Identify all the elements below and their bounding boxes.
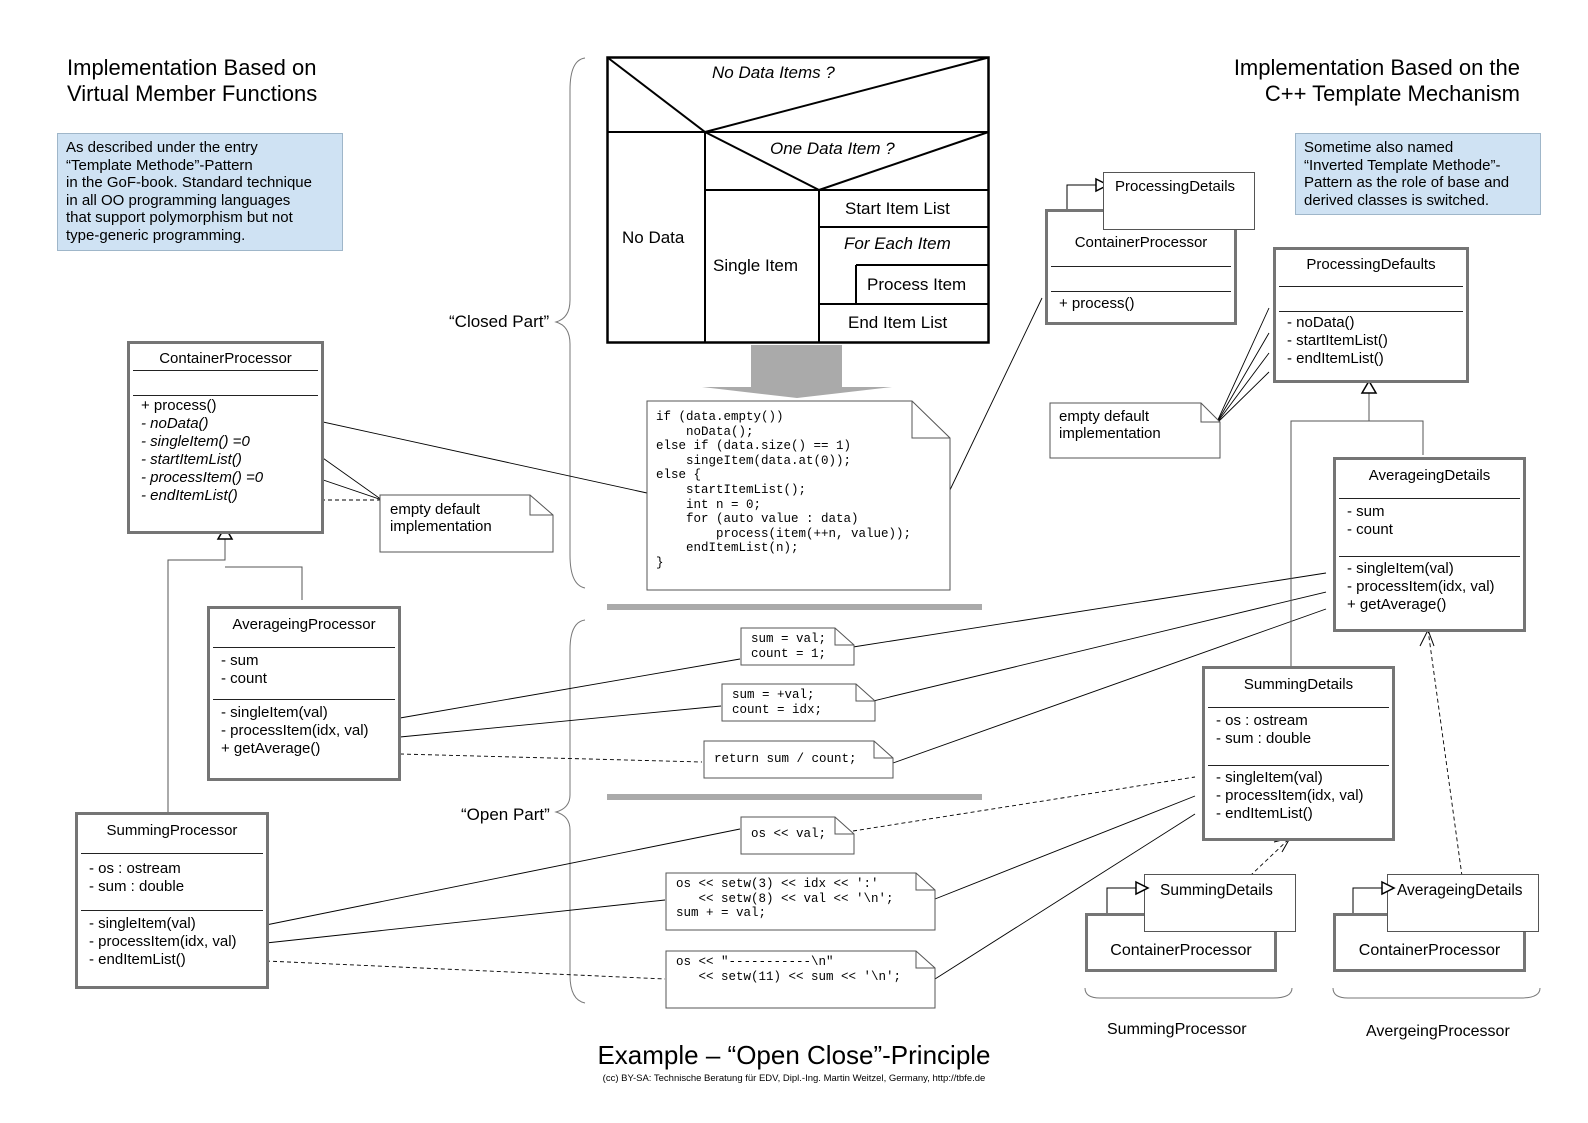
nsd-condition-one-item: One Data Item ?: [770, 139, 895, 158]
footer-title: Example – “Open Close”-Principle: [597, 1040, 991, 1070]
nsd-condition-no-data: No Data Items ?: [712, 63, 835, 82]
nsd-for-each-item: For Each Item: [844, 234, 951, 253]
snippet-sum1-shape: [740, 816, 855, 855]
right-default-note: empty default implementation: [1059, 408, 1161, 442]
nassi-shneiderman-diagram: [606, 56, 990, 344]
summing-details-class: SummingDetails - os : ostream - sum : do…: [1202, 666, 1395, 841]
snippet-sum3-shape: [665, 950, 936, 1009]
right-description-note: Sometime also named “Inverted Template M…: [1295, 133, 1541, 215]
open-brace: [554, 619, 586, 1004]
left-summing-processor-class: SummingProcessor - os : ostream - sum : …: [75, 812, 269, 989]
snippet-avg2-shape: [721, 683, 876, 722]
attributes-section: [1051, 266, 1231, 291]
brace-summing: [1084, 987, 1293, 999]
template-method-code: if (data.empty()) noData(); else if (dat…: [656, 410, 912, 570]
nsd-process-item: Process Item: [867, 275, 967, 294]
closed-part-label: “Closed Part”: [449, 312, 550, 331]
operations-section: - singleItem(val) - processItem(idx, val…: [1208, 765, 1389, 825]
left-averaging-processor-class: AverageingProcessor - sum - count - sing…: [207, 606, 401, 781]
attributes-section: - sum - count: [213, 647, 395, 699]
closed-brace: [554, 57, 586, 589]
class-name: ContainerProcessor: [159, 350, 292, 367]
summing-instance-param-arrow: [1106, 880, 1150, 913]
separator-bar-2: [607, 794, 982, 800]
snippet-avg3-shape: [703, 740, 894, 779]
footer-credit: (cc) BY-SA: Technische Beratung für EDV,…: [602, 1073, 986, 1084]
separator-bar-1: [607, 604, 982, 610]
operations-section: - noData() - startItemList() - endItemLi…: [1279, 311, 1463, 370]
nsd-start-item-list: Start Item List: [845, 199, 950, 218]
left-title: Implementation Based on Virtual Member F…: [67, 55, 318, 106]
summing-processor-caption: SummingProcessor: [1107, 1021, 1247, 1038]
averaging-details-class: AverageingDetails - sum - count - single…: [1333, 457, 1526, 632]
operations-section: - singleItem(val) - processItem(idx, val…: [81, 910, 263, 971]
nsd-single-item: Single Item: [713, 256, 799, 275]
nsd-end-item-list: End Item List: [848, 313, 948, 332]
left-default-note: empty default implementation: [390, 501, 492, 535]
operations-section: - singleItem(val) - processItem(idx, val…: [1339, 556, 1520, 616]
attributes-section: - sum - count: [1339, 498, 1520, 556]
snippet-avg1-shape: [740, 627, 855, 666]
right-default-note-shape: [1049, 402, 1221, 459]
big-down-arrow: [702, 345, 892, 398]
open-part-label: “Open Part”: [461, 805, 550, 824]
snippet-avg-process-item: sum = +val; count = idx;: [732, 688, 823, 717]
operations-section: + process() - noData() - singleItem() =0…: [133, 395, 318, 507]
left-container-processor-class: ContainerProcessor + process() - noData(…: [127, 341, 324, 534]
left-description-note: As described under the entry “Template M…: [57, 133, 343, 251]
averaging-instance-param-arrow: [1352, 880, 1396, 913]
operations-section: + process(): [1051, 291, 1231, 315]
attributes-section: [133, 370, 318, 395]
snippet-sum2-shape: [665, 872, 936, 931]
averaging-processor-caption: AvergeingProcessor: [1366, 1023, 1510, 1040]
attributes-section: - os : ostream - sum : double: [1208, 707, 1389, 765]
template-param-arrow: [1066, 177, 1110, 213]
snippet-avg-single-item: sum = val; count = 1;: [751, 632, 827, 661]
right-inheritance-arrow: [1360, 379, 1378, 394]
summing-instance-param: SummingDetails: [1144, 874, 1296, 932]
snippet-sum-end-item-list: os << "-----------\n" << setw(11) << sum…: [676, 955, 902, 984]
code-note-shape: [646, 400, 951, 591]
right-title: Implementation Based on the C++ Template…: [1233, 55, 1520, 106]
nsd-no-data: No Data: [622, 228, 685, 247]
brace-averaging: [1332, 987, 1541, 999]
attributes-section: - os : ostream - sum : double: [81, 853, 263, 910]
averaging-instance-param: AverageingDetails: [1387, 874, 1539, 932]
snippet-sum-process-item: os << setw(3) << idx << ':' << setw(8) <…: [676, 877, 894, 921]
snippet-sum-single-item: os << val;: [751, 827, 827, 841]
processing-defaults-class: ProcessingDefaults - noData() - startIte…: [1273, 247, 1469, 383]
operations-section: - singleItem(val) - processItem(idx, val…: [213, 699, 395, 760]
left-inheritance-lines: [167, 530, 303, 818]
template-param-box: ProcessingDetails: [1103, 172, 1255, 230]
attributes-section: [1279, 286, 1463, 311]
left-default-note-shape: [379, 494, 554, 553]
snippet-avg-get-average: return sum / count;: [714, 752, 857, 766]
